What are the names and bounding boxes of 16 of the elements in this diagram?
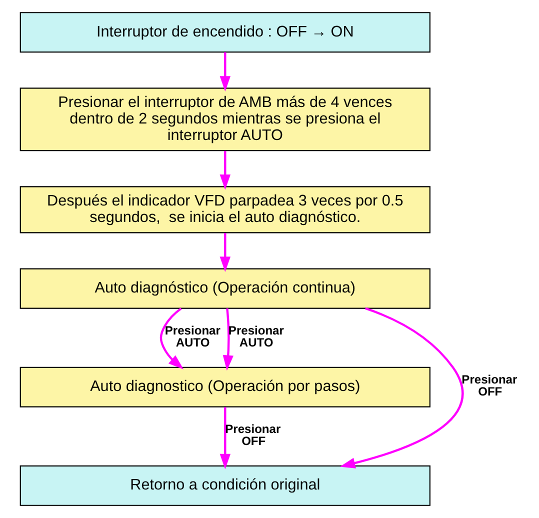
node-box: Interruptor de encendido : OFF → ON	[20, 12, 430, 53]
arrow	[222, 308, 234, 371]
node-box: Presionar el interruptor de AMB más de 4 vences dentro de 2 segundos mientras se presiona el interruptor AUTO	[20, 88, 430, 152]
arrow	[220, 407, 231, 470]
arrow	[220, 233, 231, 272]
arrow	[220, 52, 231, 92]
node-box: Auto diagnostico (Operación por pasos)	[20, 366, 430, 408]
arrow	[160, 308, 184, 370]
node-box: Auto diagnóstico (Operación continua)	[20, 268, 430, 309]
node-box: Retorno a condición original	[20, 465, 430, 506]
node-box: Después el indicador VFD parpadea 3 veces por 0.5 segundos, se inicia el auto diagnóstico.	[20, 186, 430, 234]
arrow	[340, 307, 464, 468]
edge-label: Presionar OFF	[462, 372, 518, 399]
edge-label: Presionar AUTO	[164, 323, 220, 350]
arrow	[220, 150, 231, 190]
edge-label: Presionar OFF	[225, 422, 281, 448]
